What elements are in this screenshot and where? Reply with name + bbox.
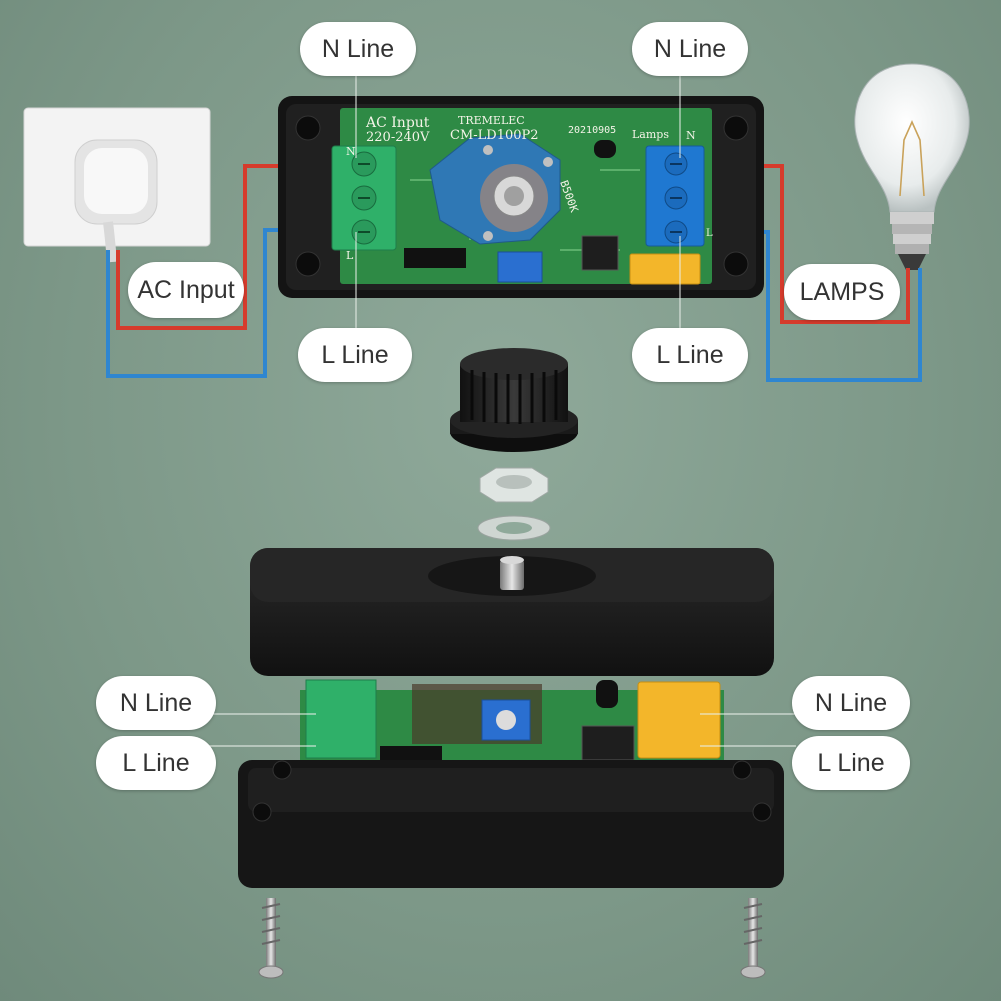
pcb-voltage-text: 220-240V bbox=[366, 130, 430, 145]
pcb-brand-text: TREMELEC bbox=[458, 114, 525, 127]
pcb-date-text: 20210905 bbox=[568, 125, 616, 136]
bottom-leader-lines bbox=[196, 713, 796, 747]
top-leader-lines bbox=[355, 76, 681, 330]
open-enclosure: AC Input 220-240V TREMELEC CM-LD100P2 20… bbox=[278, 96, 764, 298]
label-top-right-l-line: L Line bbox=[632, 328, 748, 382]
screw-icon bbox=[258, 898, 284, 979]
pcb-term-l-left: L bbox=[346, 249, 354, 262]
pcb-term-l-right: L bbox=[706, 228, 713, 239]
pcb-model-text: CM-LD100P2 bbox=[450, 128, 539, 143]
wall-socket-icon bbox=[23, 107, 211, 263]
light-bulb-icon bbox=[854, 63, 970, 270]
screw-icon bbox=[740, 898, 766, 979]
hex-nut-icon bbox=[479, 467, 549, 503]
pcb-term-n-right: N bbox=[686, 129, 696, 142]
trimmer-icon bbox=[497, 251, 543, 283]
label-bottom-left-l-line: L Line bbox=[96, 736, 216, 790]
label-bottom-right-n-line: N Line bbox=[792, 676, 910, 730]
enclosure-lid bbox=[250, 548, 774, 676]
label-top-right-n-line: N Line bbox=[632, 22, 748, 76]
label-ac-input: AC Input bbox=[128, 262, 244, 318]
label-top-left-l-line: L Line bbox=[298, 328, 412, 382]
lamp-output-terminal bbox=[645, 145, 705, 247]
washer-icon bbox=[477, 515, 551, 541]
inner-pcb bbox=[300, 679, 724, 772]
pcb-lamps-text: Lamps bbox=[632, 128, 669, 141]
ic-chip-icon bbox=[404, 248, 466, 268]
label-lamps: LAMPS bbox=[784, 264, 900, 320]
label-top-left-n-line: N Line bbox=[300, 22, 416, 76]
pcb-ac-input-text: AC Input bbox=[365, 115, 430, 131]
enclosure-base bbox=[238, 760, 784, 888]
label-bottom-left-n-line: N Line bbox=[96, 676, 216, 730]
label-bottom-right-l-line: L Line bbox=[792, 736, 910, 790]
dimmer-knob-icon bbox=[450, 348, 578, 452]
pcb-term-n-left: N bbox=[346, 145, 356, 158]
capacitor-icon bbox=[629, 253, 701, 285]
ac-input-terminal bbox=[331, 145, 397, 251]
potentiometer-icon bbox=[429, 133, 561, 245]
